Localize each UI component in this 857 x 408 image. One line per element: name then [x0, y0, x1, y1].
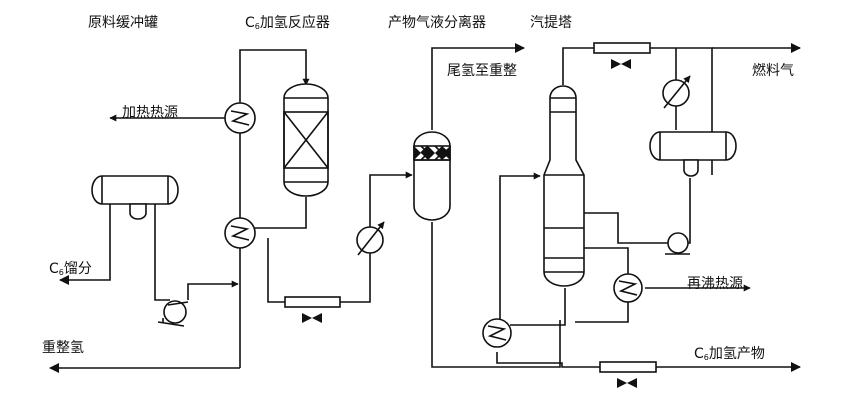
label-fuel-gas: 燃料气: [752, 63, 794, 79]
label-reboiler-heat: 再沸热源: [687, 276, 743, 292]
reflux-line: [582, 212, 668, 244]
label-heat-source: 加热热源: [122, 105, 178, 121]
feed-line: [59, 200, 111, 285]
feed-pump: [157, 300, 189, 327]
drum-to-pump-line: [688, 178, 691, 244]
label-separator: 产物气液分离器: [388, 15, 486, 31]
buffer-tank: [91, 175, 179, 220]
tail-gas-line: [431, 43, 525, 130]
heater-exchanger: [224, 102, 256, 134]
reactor-feed-line: [239, 49, 310, 368]
overhead-air-cooler: [593, 42, 651, 69]
label-reform-h2: 重整氢: [42, 340, 84, 356]
pump-discharge-line: [187, 280, 239, 300]
reflux-drum-boot: [683, 159, 699, 177]
stripper-bottoms-line: [510, 288, 566, 326]
buffer-tank-boot: [129, 203, 147, 220]
reboiler: [613, 273, 643, 303]
gas-liquid-separator: [413, 131, 451, 221]
feed-bottoms-exchanger: [482, 318, 512, 348]
label-stripper: 汽提塔: [530, 15, 572, 31]
reflux-drum: [649, 131, 737, 177]
reboiler-return-line: [575, 244, 629, 275]
reflux-pump: [665, 232, 690, 255]
catalyst-bed: [283, 111, 329, 169]
reactor-outlet-line: [255, 197, 307, 229]
overhead-trim-cooler: [662, 75, 691, 109]
feed-effluent-exchanger: [224, 217, 256, 249]
c6-hydrogenation-reactor: [283, 83, 329, 197]
to-air-cooler-line: [267, 238, 285, 303]
separator-liquid-line: [431, 222, 561, 368]
trim-cooler-1: [356, 221, 385, 256]
label-reactor: C6加氢反应器: [245, 15, 330, 31]
reboiler-draw-line: [575, 302, 629, 323]
overhead-line: [562, 47, 594, 85]
tank-to-pump-line: [154, 203, 170, 301]
label-buffer-tank: 原料缓冲罐: [88, 15, 158, 31]
label-c6-product: C6加氢产物: [694, 346, 765, 362]
stripper-feed-line: [486, 172, 541, 341]
stripper-column: [543, 85, 585, 287]
label-c6-feed: C6馏分: [49, 261, 92, 277]
air-cooler-1: [284, 296, 341, 323]
label-tail-gas: 尾氢至重整: [447, 63, 517, 79]
product-air-cooler: [599, 361, 657, 388]
